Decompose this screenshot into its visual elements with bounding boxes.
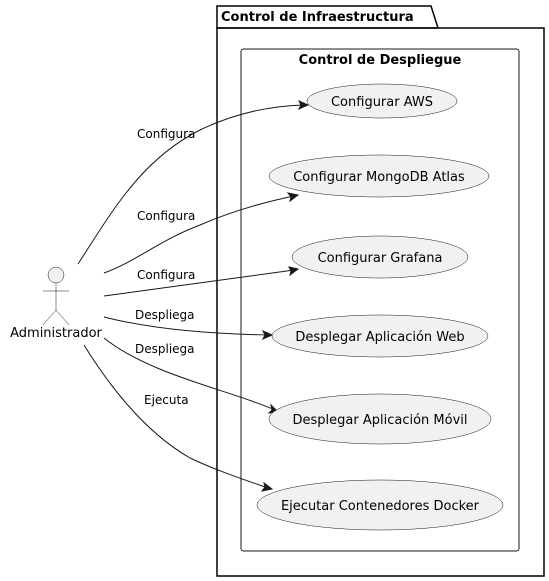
relation-despliega-movil: Despliega (103, 337, 280, 414)
use-case-configurar-aws: Configurar AWS (306, 83, 458, 119)
boundary-title: Control de Despliegue (299, 53, 462, 68)
arrowhead-icon (261, 329, 274, 341)
relation-ejecuta-docker: Ejecuta (83, 344, 274, 492)
use-case-desplegar-aplicacion-web: Desplegar Aplicación Web (271, 314, 489, 358)
use-case-configurar-grafana: Configurar Grafana (291, 235, 469, 279)
relation-label: Configura (137, 209, 195, 223)
arrowhead-icon (297, 99, 310, 111)
system-boundary-control-despliegue: Control de Despliegue (240, 48, 520, 552)
relation-label: Configura (137, 268, 195, 282)
actor-administrador: Administrador (10, 266, 103, 341)
relation-label: Ejecuta (144, 393, 189, 407)
package-control-infraestructura: Control de Infraestructura (216, 5, 545, 577)
use-case-label: Configurar AWS (331, 95, 433, 110)
use-case-ejecutar-contenedores-docker: Ejecutar Contenedores Docker (256, 479, 504, 531)
relation-configura-aws: Configura (77, 99, 310, 265)
package-title: Control de Infraestructura (221, 10, 414, 25)
actor-stick-figure-icon (42, 266, 70, 326)
relation-configura-grafana: Configura (103, 266, 300, 297)
actor-label: Administrador (10, 326, 102, 341)
use-case-label: Configurar MongoDB Atlas (293, 170, 465, 185)
relation-label: Despliega (135, 342, 195, 356)
relation-despliega-web: Despliega (103, 308, 274, 341)
use-case-label: Desplegar Aplicación Móvil (293, 413, 468, 428)
package-frame (216, 27, 545, 577)
use-case-configurar-mongodb-atlas: Configurar MongoDB Atlas (268, 154, 490, 198)
arrowhead-icon (260, 481, 274, 492)
relation-label: Configura (137, 127, 195, 141)
use-case-desplegar-aplicacion-movil: Desplegar Aplicación Móvil (268, 393, 492, 445)
relation-configura-mongodb: Configura (103, 192, 300, 274)
arrowhead-icon (286, 192, 300, 203)
use-case-label: Desplegar Aplicación Web (295, 330, 464, 345)
arrowhead-icon (288, 266, 300, 277)
boundary-frame (240, 48, 520, 552)
use-case-label: Configurar Grafana (318, 251, 443, 266)
relation-label: Despliega (135, 308, 195, 322)
use-case-label: Ejecutar Contenedores Docker (281, 499, 480, 514)
